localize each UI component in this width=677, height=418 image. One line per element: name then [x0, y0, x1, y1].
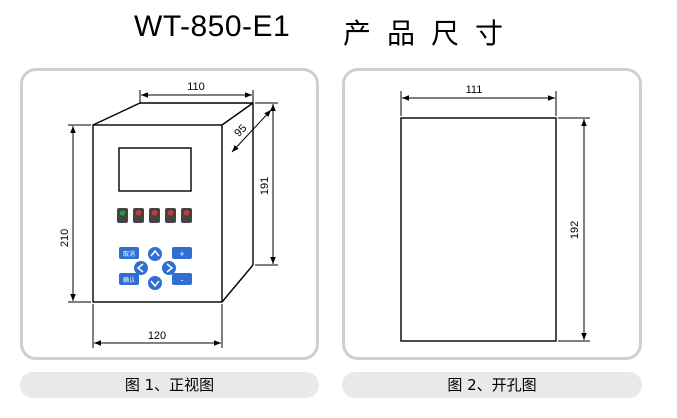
front-depth-label: 95	[232, 122, 249, 139]
front-height-label: 210	[59, 229, 71, 247]
keypad-cancel-key	[119, 247, 139, 259]
green-led-icon	[119, 210, 126, 216]
red-led-icon	[135, 210, 142, 216]
left-arrow-icon	[134, 261, 148, 275]
cutout-height-label: 192	[569, 221, 581, 239]
keypad: 取消 确认 + -	[119, 247, 192, 290]
red-led-icon	[167, 210, 174, 216]
keypad-minus-key	[172, 273, 192, 285]
model-title: WT-850-E1	[134, 10, 291, 43]
cutout-drawing	[400, 117, 557, 342]
front-face	[92, 124, 223, 303]
cutout-view-caption: 图 2、开孔图	[342, 372, 642, 398]
keypad-plus-label: +	[179, 249, 184, 259]
up-arrow-icon	[148, 247, 162, 261]
bottom-right-depth-edge	[221, 264, 254, 303]
keypad-minus-label: -	[181, 275, 184, 285]
front-view-caption: 图 1、正视图	[20, 372, 319, 398]
down-arrow-icon	[148, 276, 162, 290]
red-led-icon	[183, 210, 190, 216]
product-dimensions-title: 产品尺寸	[343, 17, 520, 50]
keypad-plus-key	[172, 247, 192, 259]
right-arrow-icon	[162, 261, 176, 275]
keypad-cancel-label: 取消	[123, 250, 135, 258]
keypad-enter-label: 确认	[123, 276, 135, 284]
front-bottom-width-label: 120	[148, 330, 166, 342]
cutout-rectangle	[400, 117, 557, 342]
front-dimensions	[68, 90, 278, 348]
display-screen	[118, 147, 192, 192]
cutout-dimensions	[400, 91, 590, 342]
front-width-label: 110	[187, 81, 205, 93]
indicator-buttons	[117, 208, 192, 223]
cutout-width-label: 111	[466, 84, 483, 96]
keypad-enter-key	[119, 273, 139, 285]
front-side-height-label: 191	[259, 177, 271, 195]
cutout-view-panel	[342, 68, 642, 360]
top-left-depth-edge	[92, 102, 141, 126]
red-led-icon	[151, 210, 158, 216]
device-front-drawing	[92, 102, 254, 303]
top-right-depth-edge	[221, 102, 254, 126]
